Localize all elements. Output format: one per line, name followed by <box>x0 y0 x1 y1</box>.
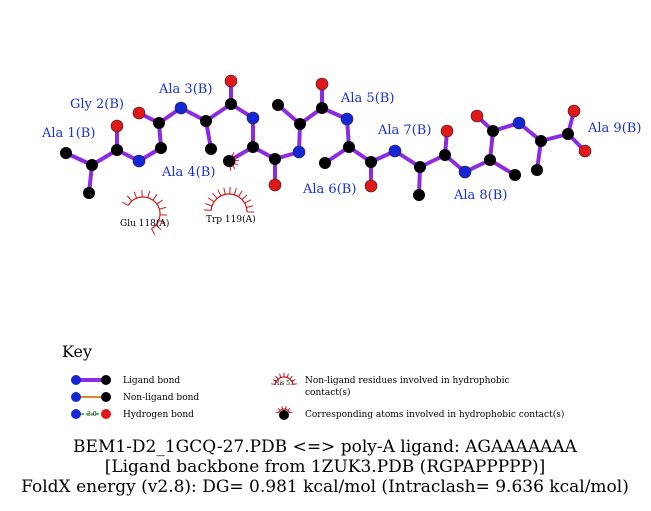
residue-label-ala7: Ala 7(B) <box>377 123 431 138</box>
carbon-atom <box>155 142 167 154</box>
oxygen-atom <box>364 179 378 193</box>
legend-corresponding-atom-sample <box>275 406 293 420</box>
residue-label-ala9: Ala 9(B) <box>587 121 641 136</box>
carbon-atom <box>247 141 259 153</box>
contact-label-trp119: Trp 119(A) <box>206 214 256 225</box>
residue-label-ala1: Ala 1(B) <box>41 126 95 141</box>
carbon-atom <box>223 155 235 167</box>
carbon-atom <box>343 141 355 153</box>
nitrogen-atom <box>246 111 260 125</box>
carbon-atom <box>294 118 306 130</box>
residue-label-ala6: Ala 6(B) <box>302 182 356 197</box>
nitrogen-atom <box>340 112 354 126</box>
oxygen-atom <box>224 74 238 88</box>
ligand-bonds <box>64 79 587 197</box>
hydrophobic-contacts <box>121 152 254 236</box>
oxygen-atom <box>440 124 454 138</box>
svg-text:His 53: His 53 <box>274 380 294 387</box>
residue-label-ala3: Ala 3(B) <box>158 82 212 97</box>
nitrogen-atom <box>174 101 188 115</box>
residue-label-gly2: Gly 2(B) <box>70 97 124 112</box>
legend-hydrogen-bond-label: Hydrogen bond <box>123 410 194 420</box>
legend-ligand-bond-sample <box>71 375 111 385</box>
carbon-atom <box>86 159 98 171</box>
residue-label-ala4: Ala 4(B) <box>161 165 215 180</box>
carbon-atom <box>535 135 547 147</box>
nitrogen-atom <box>458 165 472 179</box>
caption-line-2: [Ligand backbone from 1ZUK3.PDB (RGPAPPP… <box>105 457 546 477</box>
carbon-atom <box>205 143 217 155</box>
nitrogen-atom <box>132 154 146 168</box>
carbon-atom <box>319 157 331 169</box>
carbon-atom <box>562 128 574 140</box>
oxygen-atom <box>132 106 146 120</box>
carbon-atom <box>225 98 237 110</box>
legend-title: Key <box>62 342 92 361</box>
legend-hydrophobic-label-1: Non-ligand residues involved in hydropho… <box>305 376 510 386</box>
svg-text:3.0: 3.0 <box>87 411 97 418</box>
oxygen-atom <box>567 104 581 118</box>
carbon-atom <box>439 149 451 161</box>
legend: Key Ligand bond Non-ligand bond 3.0 Hydr… <box>62 342 564 420</box>
oxygen-atom <box>578 144 592 158</box>
legend-hydrogen-bond-sample: 3.0 <box>71 409 111 419</box>
contact-arc-glu118 <box>121 190 167 236</box>
carbon-atom <box>413 189 425 201</box>
oxygen-atom <box>268 178 282 192</box>
oxygen-atom <box>470 109 484 123</box>
legend-nonligand-bond-sample <box>71 392 111 402</box>
legend-nonligand-bond-label: Non-ligand bond <box>123 393 199 403</box>
carbon-atom <box>531 164 543 176</box>
carbon-atom <box>316 102 328 114</box>
carbon-atom <box>111 144 123 156</box>
carbon-atom <box>200 115 212 127</box>
carbon-atom <box>509 169 521 181</box>
carbon-atom <box>484 154 496 166</box>
nitrogen-atom <box>512 116 526 130</box>
legend-ligand-bond-label: Ligand bond <box>123 376 180 386</box>
legend-corresponding-arc <box>275 406 293 414</box>
legend-hydrophobic-arc <box>271 373 297 385</box>
legend-corresponding-atoms-label: Corresponding atoms involved in hydropho… <box>305 409 564 420</box>
oxygen-atom <box>315 77 329 91</box>
residue-label-ala5: Ala 5(B) <box>340 91 394 106</box>
legend-hydrophobic-residue-sample: His 53 <box>271 373 297 387</box>
contact-arc-trp119 <box>204 187 254 213</box>
carbon-atom <box>365 156 377 168</box>
carbon-atom <box>83 187 95 199</box>
nitrogen-atom <box>388 144 402 158</box>
oxygen-atom <box>110 119 124 133</box>
legend-hydrophobic-label-2: contact(s) <box>305 387 351 398</box>
residue-label-ala8: Ala 8(B) <box>453 188 507 203</box>
carbon-atom <box>269 153 281 165</box>
nitrogen-atom <box>292 145 306 159</box>
contact-label-glu118: Glu 118(A) <box>120 218 169 229</box>
caption-line-1: BEM1-D2_1GCQ-27.PDB <=> poly-A ligand: A… <box>73 437 578 457</box>
carbon-atom <box>153 117 165 129</box>
carbon-atom <box>414 161 426 173</box>
carbon-atom <box>272 99 284 111</box>
caption-line-3: FoldX energy (v2.8): DG= 0.981 kcal/mol … <box>21 477 629 497</box>
carbon-atom <box>487 125 499 137</box>
carbon-atom <box>60 147 72 159</box>
ligand-atoms <box>60 74 592 201</box>
